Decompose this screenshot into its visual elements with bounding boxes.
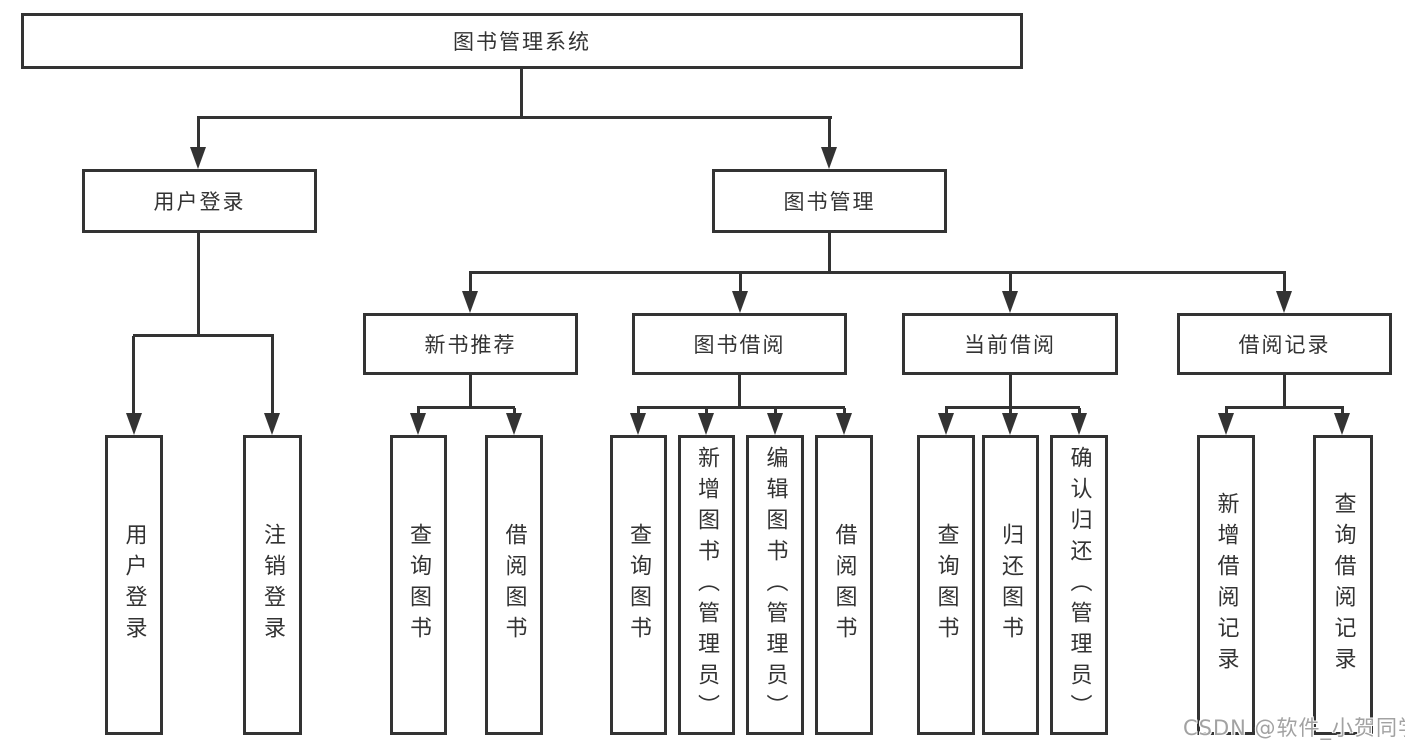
connector-line-v xyxy=(1283,375,1286,408)
leaf-add-borrow-record: 新增借阅记录 xyxy=(1197,435,1255,735)
node-label: 图书借阅 xyxy=(693,333,786,357)
arrowhead-down-icon xyxy=(1002,291,1018,313)
leaf-label: 查询图书 xyxy=(406,523,432,647)
connector-line-v xyxy=(843,408,846,415)
connector-line-v xyxy=(469,273,472,291)
leaf-query-borrow-record: 查询借阅记录 xyxy=(1313,435,1373,735)
connector-line-v xyxy=(1225,408,1228,415)
leaf-label: 查询图书 xyxy=(626,523,652,647)
connector-line-v xyxy=(738,375,741,408)
arrowhead-down-icon xyxy=(1334,413,1350,435)
connector-line-v xyxy=(1078,408,1081,415)
node-label: 新书推荐 xyxy=(424,333,517,357)
node-user-login: 用户登录 xyxy=(82,169,317,233)
connector-line-h xyxy=(197,116,832,119)
connector-line-v xyxy=(739,273,742,291)
arrowhead-down-icon xyxy=(1071,413,1087,435)
leaf-confirm-return-admin: 确认归还（管理员） xyxy=(1050,435,1108,735)
connector-line-h xyxy=(637,406,845,409)
arrowhead-down-icon xyxy=(264,413,280,435)
leaf-label: 查询图书 xyxy=(933,523,959,647)
leaf-borrow-books-borrowing: 借阅图书 xyxy=(815,435,873,735)
leaf-edit-book-admin: 编辑图书（管理员） xyxy=(746,435,804,735)
connector-line-v xyxy=(417,408,420,415)
connector-line-h xyxy=(1225,406,1344,409)
node-book-borrowing: 图书借阅 xyxy=(632,313,847,375)
connector-line-v xyxy=(1009,375,1012,408)
arrowhead-down-icon xyxy=(506,413,522,435)
arrowhead-down-icon xyxy=(732,291,748,313)
leaf-return-books: 归还图书 xyxy=(982,435,1039,735)
connector-line-v xyxy=(513,408,516,415)
connector-line-v xyxy=(774,408,777,415)
leaf-user-login: 用户登录 xyxy=(105,435,163,735)
node-new-book-recommendation: 新书推荐 xyxy=(363,313,578,375)
arrowhead-down-icon xyxy=(190,147,206,169)
arrowhead-down-icon xyxy=(836,413,852,435)
leaf-label: 编辑图书（管理员） xyxy=(762,445,788,725)
node-label: 图书管理 xyxy=(783,190,876,214)
leaf-label: 注销登录 xyxy=(260,523,286,647)
connector-line-v xyxy=(1009,408,1012,415)
leaf-add-book-admin: 新增图书（管理员） xyxy=(678,435,735,735)
leaf-label: 用户登录 xyxy=(121,523,147,647)
connector-line-v xyxy=(132,336,135,414)
arrowhead-down-icon xyxy=(767,413,783,435)
leaf-logout: 注销登录 xyxy=(243,435,302,735)
connector-line-v xyxy=(945,408,948,415)
connector-line-v xyxy=(828,233,831,274)
connector-line-v xyxy=(1009,273,1012,291)
connector-line-h xyxy=(469,271,1286,274)
connector-line-v xyxy=(1283,273,1286,291)
connector-line-v xyxy=(520,69,523,118)
arrowhead-down-icon xyxy=(1276,291,1292,313)
leaf-borrow-books-recommend: 借阅图书 xyxy=(485,435,543,735)
connector-line-v xyxy=(705,408,708,415)
arrowhead-down-icon xyxy=(938,413,954,435)
connector-line-v xyxy=(637,408,640,415)
arrowhead-down-icon xyxy=(462,291,478,313)
watermark: CSDN @软件_小贺同学 xyxy=(1183,716,1405,740)
leaf-label: 归还图书 xyxy=(998,523,1024,647)
arrowhead-down-icon xyxy=(126,413,142,435)
leaf-label: 借阅图书 xyxy=(831,523,857,647)
node-book-management: 图书管理 xyxy=(712,169,947,233)
leaf-label: 确认归还（管理员） xyxy=(1066,445,1092,725)
arrowhead-down-icon xyxy=(698,413,714,435)
connector-line-v xyxy=(469,375,472,408)
leaf-label: 查询借阅记录 xyxy=(1330,492,1356,678)
arrowhead-down-icon xyxy=(821,147,837,169)
node-label: 当前借阅 xyxy=(964,333,1056,357)
connector-line-h xyxy=(133,334,274,337)
connector-line-v xyxy=(271,336,274,414)
connector-line-v xyxy=(197,118,200,148)
leaf-query-books-current: 查询图书 xyxy=(917,435,975,735)
arrowhead-down-icon xyxy=(410,413,426,435)
arrowhead-down-icon xyxy=(630,413,646,435)
arrowhead-down-icon xyxy=(1002,413,1018,435)
connector-line-v xyxy=(1341,408,1344,415)
leaf-query-books-borrowing: 查询图书 xyxy=(610,435,667,735)
node-label: 图书管理系统 xyxy=(453,30,591,54)
connector-line-v xyxy=(828,118,831,148)
node-label: 借阅记录 xyxy=(1238,333,1331,357)
leaf-label: 新增借阅记录 xyxy=(1213,492,1239,678)
arrowhead-down-icon xyxy=(1218,413,1234,435)
connector-line-v xyxy=(197,233,200,337)
node-label: 用户登录 xyxy=(153,190,246,214)
leaf-label: 借阅图书 xyxy=(501,523,527,647)
node-current-borrowing: 当前借阅 xyxy=(902,313,1118,375)
connector-line-h xyxy=(945,406,1080,409)
connector-line-h xyxy=(417,406,515,409)
node-borrowing-records: 借阅记录 xyxy=(1177,313,1392,375)
node-library-management-system: 图书管理系统 xyxy=(21,13,1023,69)
leaf-query-books-recommend: 查询图书 xyxy=(390,435,447,735)
leaf-label: 新增图书（管理员） xyxy=(694,445,720,725)
